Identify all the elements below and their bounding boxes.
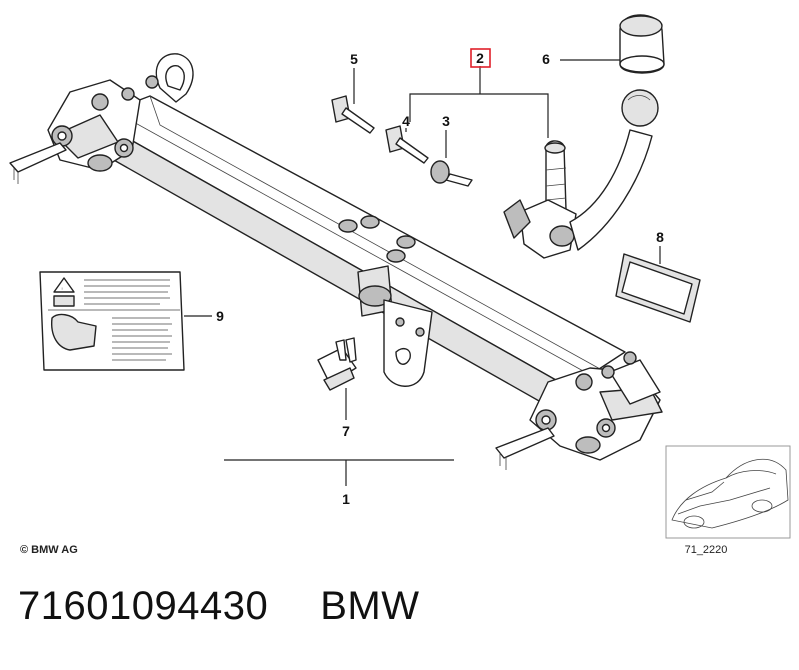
brand-name: BMW xyxy=(320,584,420,628)
key-part-5 xyxy=(331,68,375,134)
callout-5: 5 xyxy=(350,51,358,67)
callout-2: 2 xyxy=(476,50,484,66)
callout-4: 4 xyxy=(402,113,410,129)
pad-part-8 xyxy=(615,246,701,323)
lock-cylinder-part-3 xyxy=(430,130,473,187)
callout-1: 1 xyxy=(342,491,350,507)
beam-studs xyxy=(338,215,416,263)
key-part-4 xyxy=(385,125,429,164)
callout-8: 8 xyxy=(656,229,664,245)
footer-caption: 71601094430 BMW xyxy=(18,584,419,629)
callout-7: 7 xyxy=(342,423,350,439)
warning-label-part-9: ! xyxy=(39,271,212,371)
ball-neck-part-2 xyxy=(409,66,659,259)
callout-6: 6 xyxy=(542,51,550,67)
callout-2-highlight xyxy=(470,48,491,68)
copyright-text: © BMW AG xyxy=(20,544,78,556)
ball-cap-part-6 xyxy=(560,14,665,74)
figure-id: 71_2220 xyxy=(685,544,728,556)
clip-part-7 xyxy=(317,337,357,420)
callout-9: 9 xyxy=(216,308,224,324)
callout-3: 3 xyxy=(442,113,450,129)
crossbeam-assembly xyxy=(9,53,663,470)
part-number: 71601094430 xyxy=(18,584,269,628)
vehicle-thumbnail xyxy=(665,445,791,539)
svg-text:!: ! xyxy=(61,286,62,291)
